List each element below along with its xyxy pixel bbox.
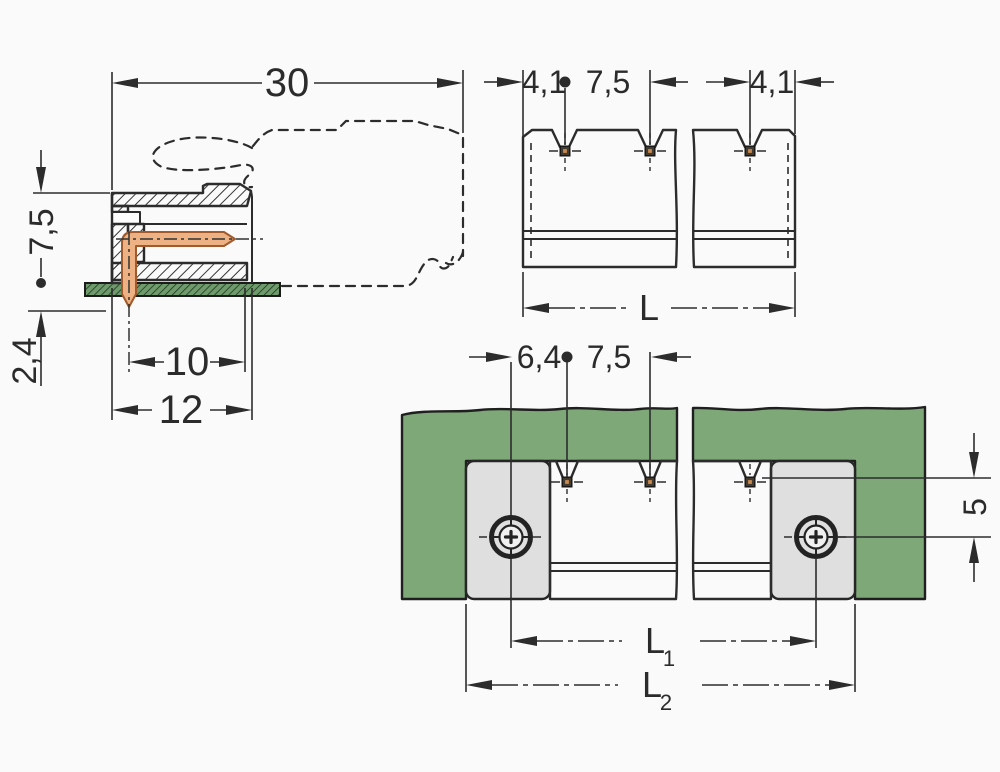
dim-7-5-front-label: 7,5 xyxy=(586,64,630,100)
dim-7-5-side-label: 7,5 xyxy=(23,208,61,255)
dim-4-1-left-label: 4,1 xyxy=(522,64,566,100)
dim-depth-total: 12 xyxy=(111,288,253,432)
panel-view: 6,4 7,5 5 L 1 L xyxy=(400,339,993,715)
dim-10-label: 10 xyxy=(165,340,210,384)
dim-l1-subscript: 1 xyxy=(663,646,675,671)
dim-height-above-board: 7,5 xyxy=(23,150,110,288)
dim-row-panel-pitch: 6,4 7,5 xyxy=(469,339,691,375)
dim-depth-inner: 10 xyxy=(129,288,246,384)
dim-6-4-label: 6,4 xyxy=(517,339,561,375)
dim-l2-subscript: 2 xyxy=(660,690,672,715)
dim-l2: L 2 xyxy=(466,664,855,715)
dim-12-label: 12 xyxy=(159,388,204,432)
side-view: 30 7,5 2,4 xyxy=(6,61,465,432)
dim-2-4-label: 2,4 xyxy=(6,337,44,384)
dim-7-5-panel-label: 7,5 xyxy=(587,339,631,375)
mating-plug-dashed-outline xyxy=(151,119,465,288)
dim-row-pitch: 4,1 7,5 4,1 xyxy=(484,64,834,145)
dim-l-label: L xyxy=(639,287,659,328)
dim-pin-protrusion: 2,4 xyxy=(6,310,106,386)
panel-extension-lines xyxy=(465,352,856,692)
dim-l1: L 1 xyxy=(511,620,816,671)
front-view: 4,1 7,5 4,1 xyxy=(484,64,834,328)
dim-overall-length: L xyxy=(522,272,796,328)
dim-5-label: 5 xyxy=(957,498,993,516)
dim-pin-to-screw: 5 xyxy=(762,433,993,582)
dim-l2-label: L xyxy=(642,664,662,705)
pin-contact-panel-3 xyxy=(733,463,767,503)
dim-30-label: 30 xyxy=(265,61,310,105)
dim-l1-label: L xyxy=(645,620,665,661)
panel-body xyxy=(548,459,773,601)
pcb-board-section xyxy=(84,282,281,297)
dim-4-1-right-label: 4,1 xyxy=(750,64,794,100)
solder-pin xyxy=(116,231,263,375)
front-body xyxy=(521,128,797,269)
panel-green xyxy=(400,405,927,601)
dim-overall-width: 30 xyxy=(111,61,464,190)
